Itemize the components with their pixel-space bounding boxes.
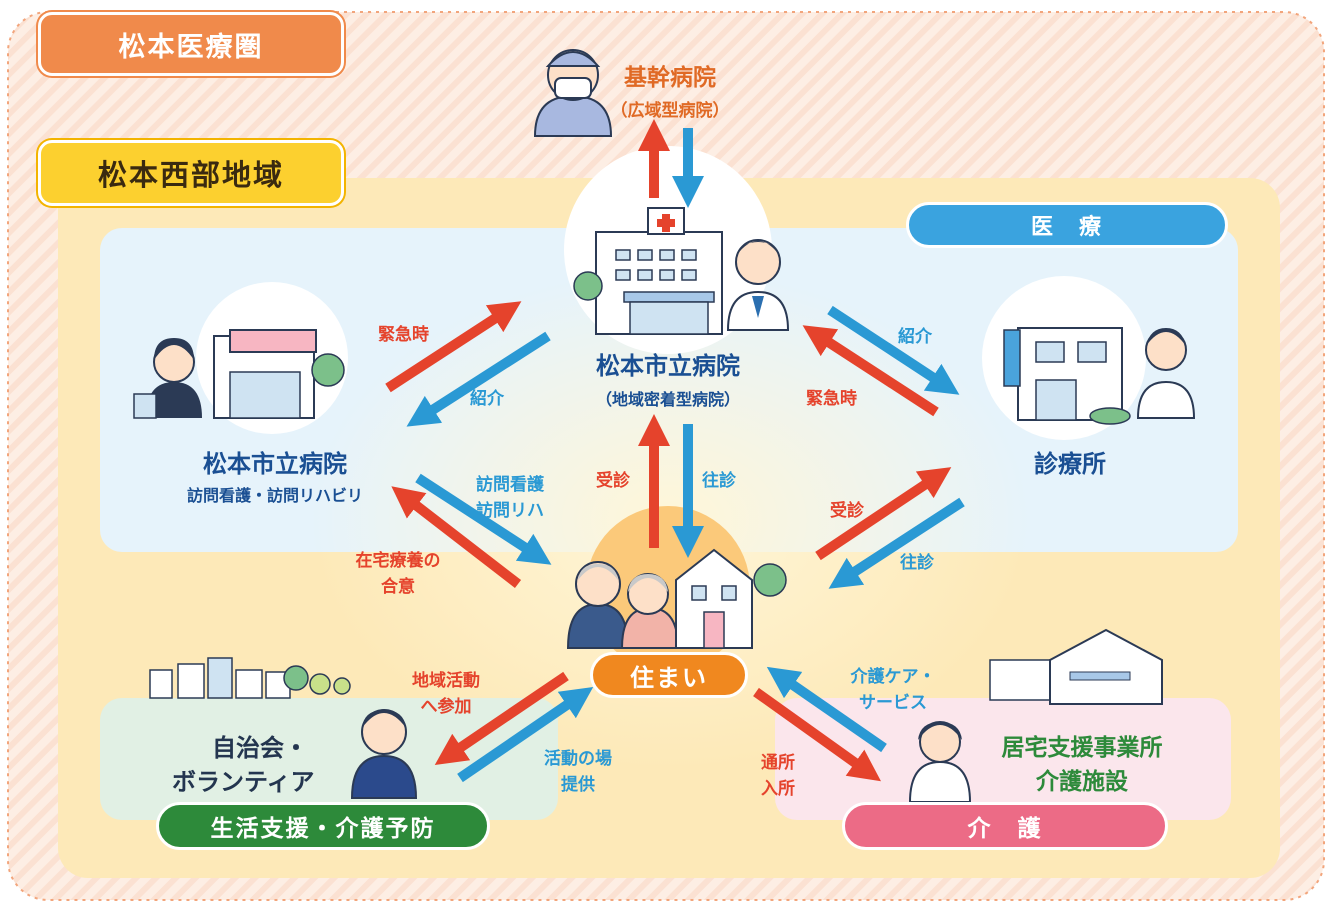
label-home-care-line1: 在宅療養の (355, 551, 441, 571)
care-facility-title-line1: 居宅支援事業所 (1001, 735, 1163, 761)
support-zone (100, 698, 558, 820)
hospital-building-icon (573, 207, 723, 335)
clinic-building-icon (1003, 327, 1131, 425)
volunteer-icon (350, 709, 418, 799)
label-home-care-line2: 合意 (381, 577, 415, 597)
label-home-visit-center: 往診 (702, 471, 736, 491)
community-title-line2: ボランティア (172, 768, 315, 796)
community-title-line1: 自治会・ (212, 734, 308, 762)
label-visiting-line1: 訪問看護 (476, 475, 544, 495)
support-badge: 生活支援・介護予防 (156, 802, 490, 850)
label-activity-line1: 活動の場 (544, 749, 612, 769)
care-zone (775, 698, 1231, 820)
care-badge: 介 護 (842, 802, 1168, 850)
clinic-staff-icon (1136, 328, 1196, 419)
caregiver-icon (908, 721, 972, 803)
care-facility-icon (989, 628, 1163, 705)
arrow-referral-left (406, 331, 551, 427)
label-care-service-line1: 介護ケア・ (850, 667, 936, 687)
arrow-activity-place (457, 686, 594, 783)
label-community-join-line2: へ参加 (420, 697, 472, 717)
surgeon-icon (533, 49, 613, 137)
house-icon (675, 548, 787, 649)
label-community-join-line1: 地域活動 (412, 671, 480, 691)
label-referral-left: 紹介 (470, 389, 504, 409)
clinic-title: 診療所 (1034, 450, 1106, 478)
home-badge: 住まい (590, 652, 748, 698)
city-hospital-title: 松本市立病院 (596, 352, 740, 380)
arrow-outpatient-right (815, 467, 952, 561)
label-activity-line2: 提供 (561, 775, 595, 795)
care-facility-title-line2: 介護施設 (1036, 769, 1128, 795)
city-hospital-subtitle: （地域密着型病院） (595, 390, 740, 409)
label-emergency-right: 緊急時 (806, 389, 857, 409)
visiting-hospital-title: 松本市立病院 (203, 450, 347, 478)
label-care-service-line2: サービス (859, 693, 927, 713)
label-referral-right: 紹介 (898, 327, 932, 347)
arrow-home-visit-right (828, 497, 965, 589)
doctor-icon (726, 239, 790, 331)
arrow-home-care-agreement (391, 486, 522, 588)
region-badge: 松本医療圏 (38, 12, 344, 76)
visiting-hospital-subtitle: 訪問看護・訪問リハビリ (186, 486, 363, 505)
label-daycare-line2: 入所 (761, 779, 795, 799)
elderly-couple-icon (566, 561, 680, 649)
label-home-visit-right: 往診 (900, 553, 934, 573)
core-hospital-subtitle: （広域型病院） (610, 101, 730, 121)
arrow-care-service (766, 666, 887, 753)
area-badge: 松本西部地域 (38, 140, 344, 206)
arrow-daycare (753, 687, 882, 782)
arrow-emergency-left (385, 301, 522, 393)
arrow-community-join (434, 671, 569, 765)
arrow-referral-right (827, 305, 960, 395)
nurse-icon (133, 338, 202, 419)
arrow-emergency-right (802, 325, 939, 417)
label-visiting-line2: 訪問リハ (476, 501, 544, 521)
label-outpatient-right: 受診 (830, 501, 864, 521)
label-emergency-left: 緊急時 (378, 325, 429, 345)
label-daycare-line1: 通所 (761, 753, 795, 773)
arrow-visiting-nursing (415, 473, 552, 565)
store-building-icon (213, 329, 345, 419)
town-icon (149, 657, 351, 699)
core-hospital-title: 基幹病院 (624, 65, 716, 91)
label-outpatient-center: 受診 (596, 471, 630, 491)
medical-badge: 医 療 (906, 202, 1228, 248)
